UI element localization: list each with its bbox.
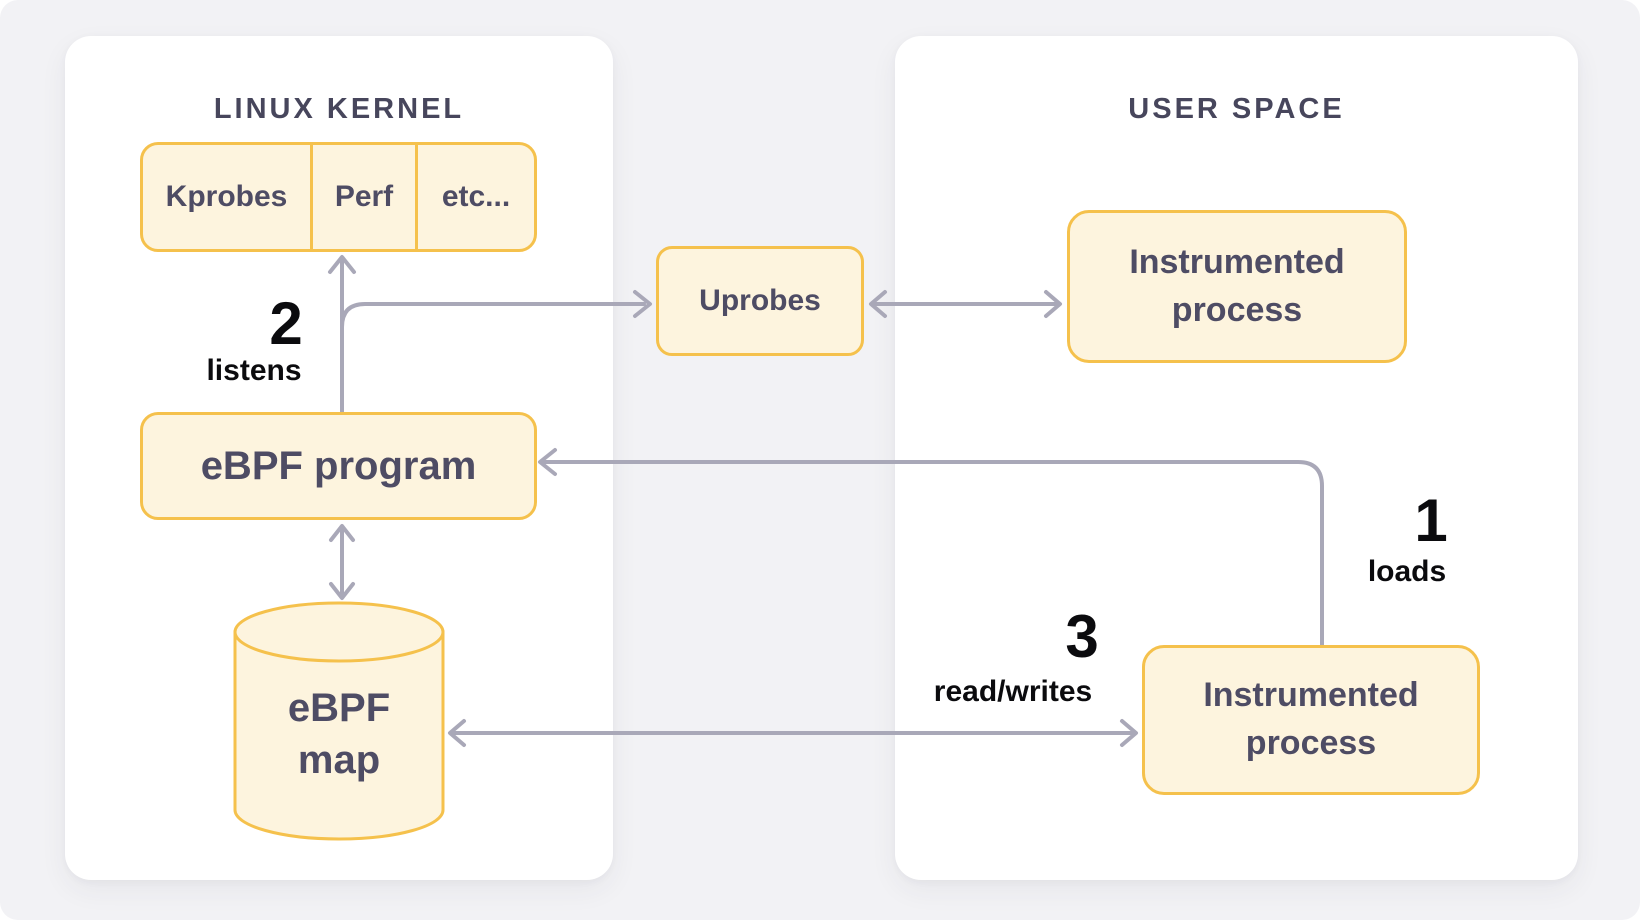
step-2-label: listens (206, 354, 302, 387)
perf-cell: Perf (310, 145, 415, 249)
kprobes-cell: Kprobes (165, 180, 288, 213)
step-3-label: read/writes (933, 675, 1093, 708)
step-1-number: 1 (1414, 487, 1448, 554)
ebpf-program-label: eBPF program (200, 443, 477, 488)
linux-kernel-title: LINUX KERNEL (213, 93, 465, 125)
instrumented-process-top-node: Instrumented process (1067, 210, 1407, 363)
probe-sources-row: Kprobes Perf etc... (140, 142, 537, 252)
arrow-left-head-icon (869, 290, 887, 318)
uprobes-label: Uprobes (699, 284, 821, 317)
step-2-number: 2 (269, 290, 303, 357)
step-3-number: 3 (1065, 603, 1099, 670)
instrumented-process-bottom-node: Instrumented process (1142, 645, 1480, 795)
arrow-right-head-icon (633, 290, 652, 318)
instrumented-process-bottom-label: Instrumented process (1203, 676, 1419, 762)
etc-cell: etc... (415, 145, 534, 249)
uprobes-node: Uprobes (656, 246, 864, 356)
user-space-title: USER SPACE (1128, 93, 1345, 125)
instrumented-process-top-label: Instrumented process (1129, 242, 1345, 329)
step-1-label: loads (1367, 555, 1447, 588)
ebpf-program-node: eBPF program (140, 412, 537, 520)
ebpf-map-label: eBPF map (287, 686, 391, 782)
